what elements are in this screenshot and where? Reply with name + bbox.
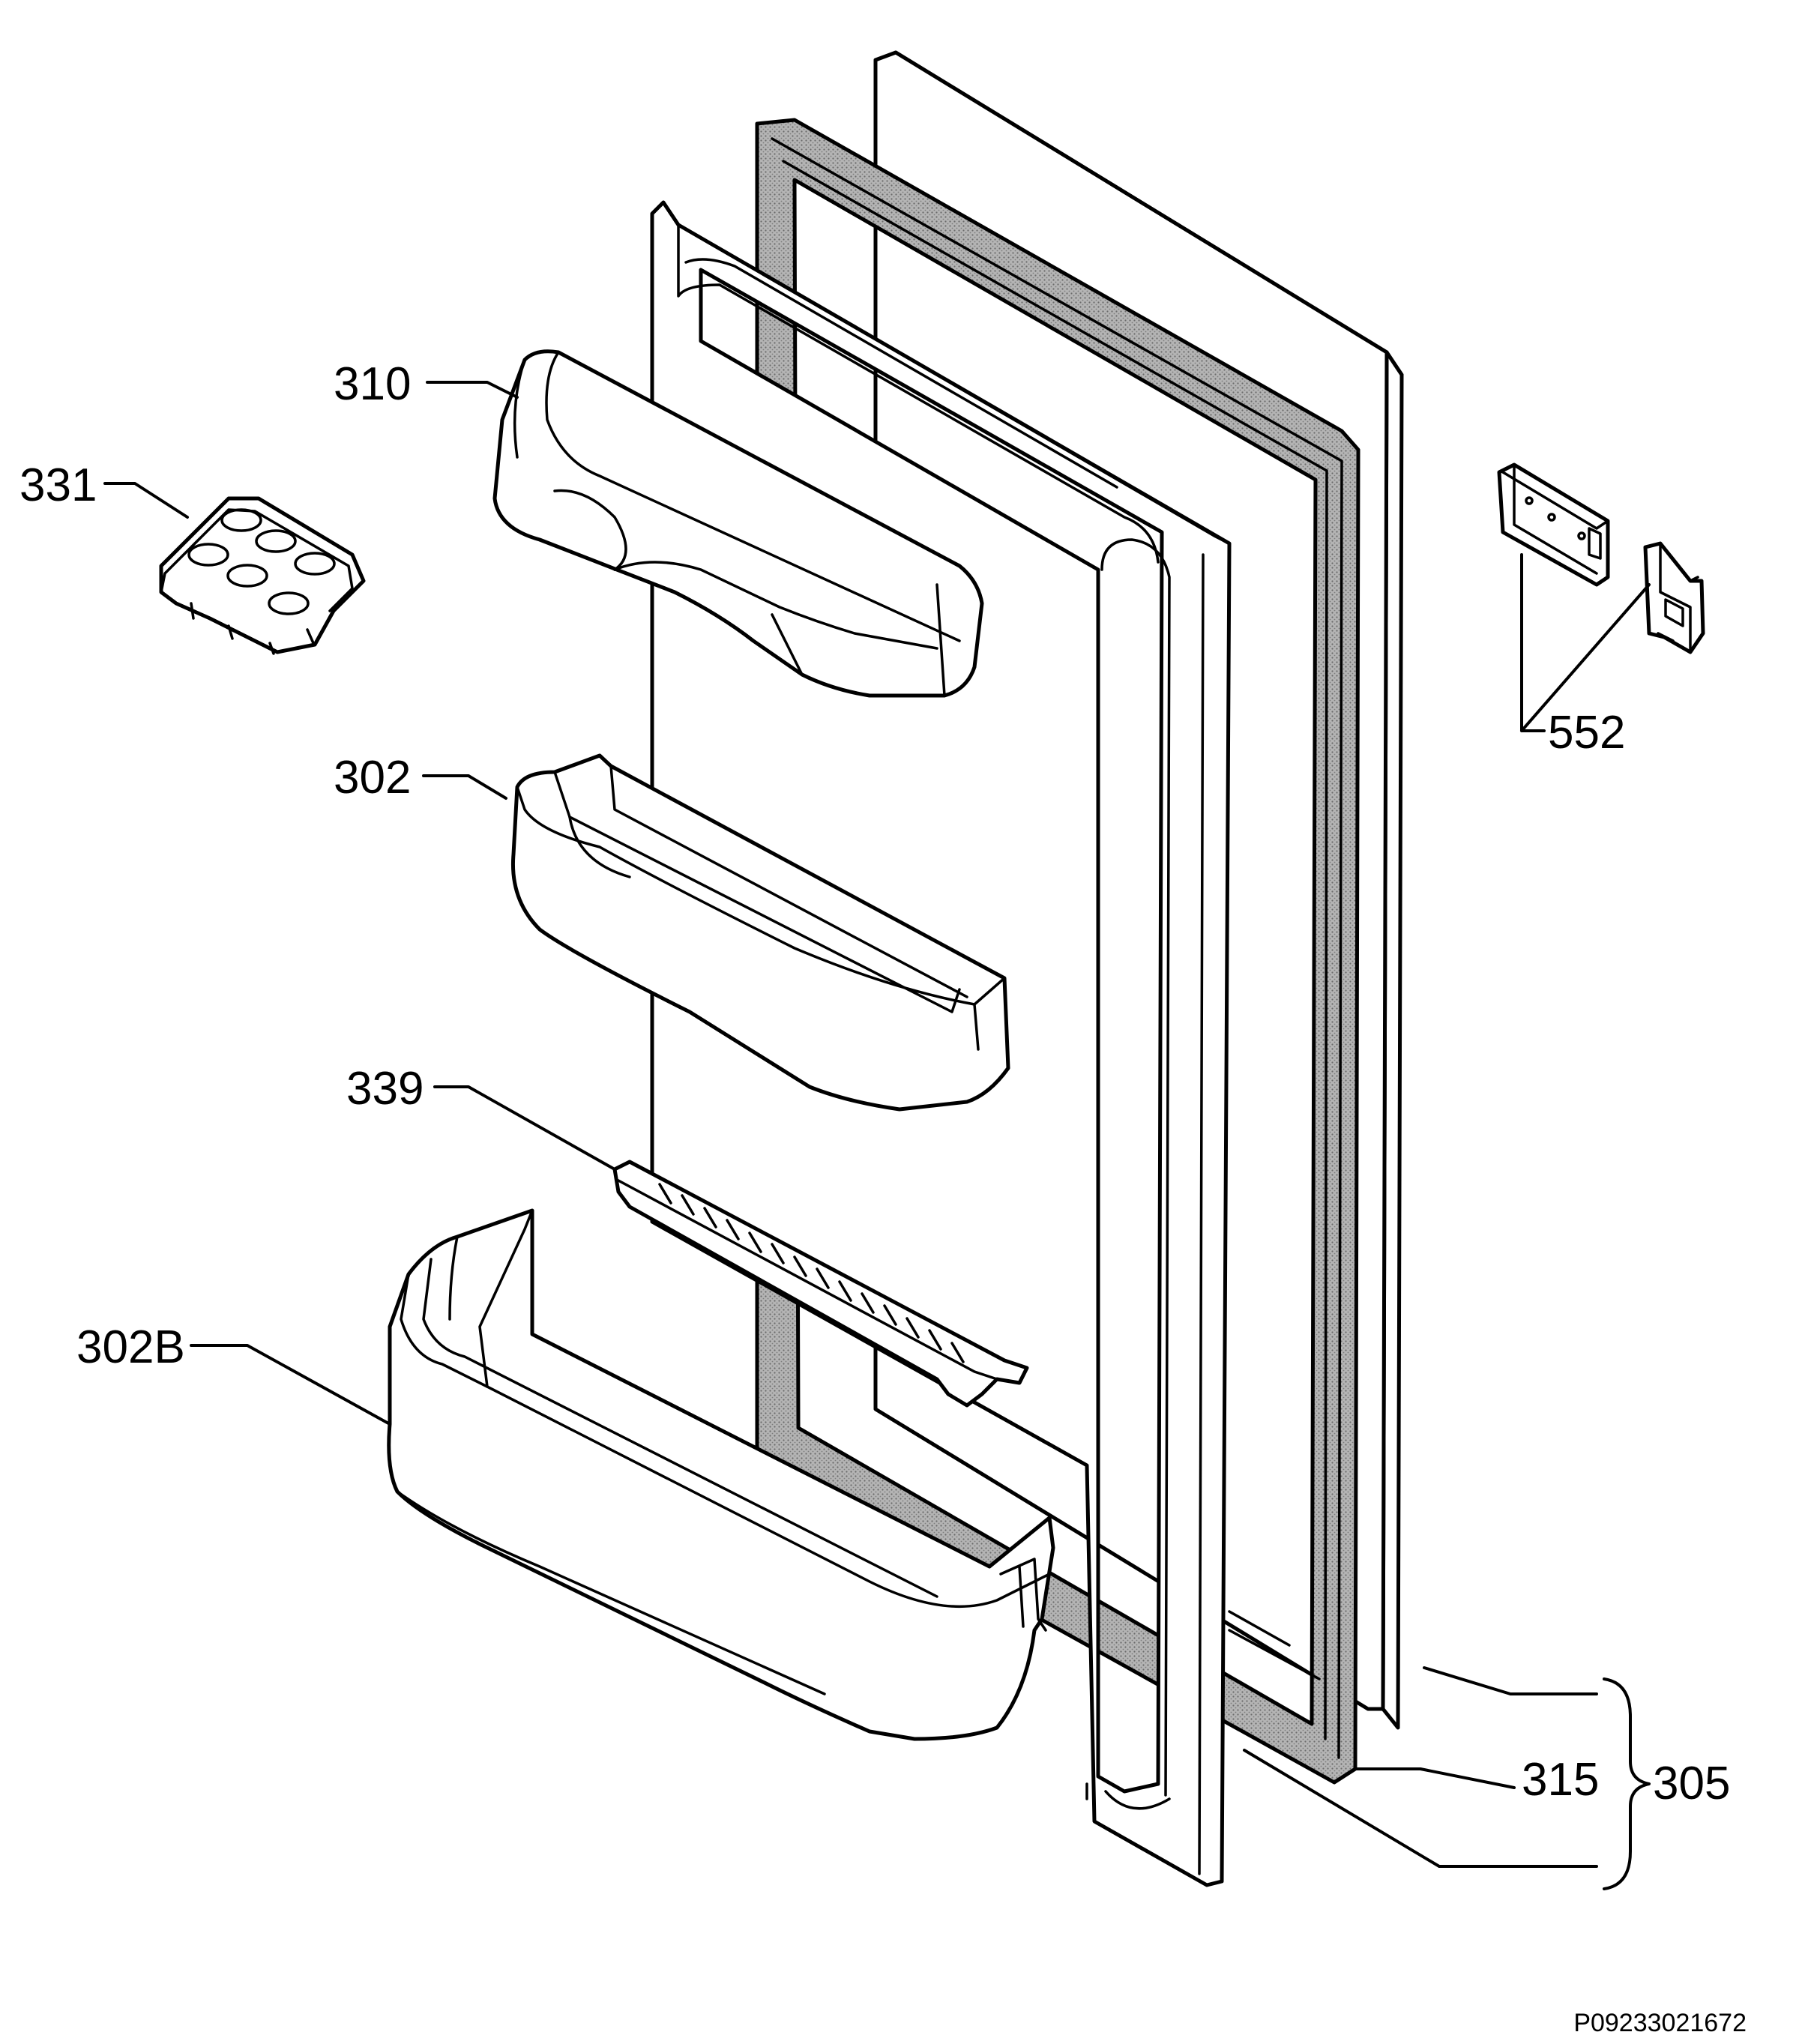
callout-552: 552 [1548,707,1625,759]
callout-310: 310 [334,358,411,410]
leader-305-top [1423,1666,1598,1695]
leader-331 [103,482,189,519]
bottle-retainer-339 [612,1160,1029,1408]
leader-305-bottom [1243,1749,1598,1868]
leader-302b [190,1344,391,1426]
callout-315: 315 [1522,1754,1599,1806]
leader-310 [426,381,519,399]
door-shelf-302 [510,753,1010,1112]
callout-302b: 302B [76,1321,185,1373]
brace-305 [1603,1677,1651,1890]
dairy-compartment-310 [492,349,984,698]
leader-339 [433,1085,616,1171]
leader-315 [1355,1767,1516,1789]
callout-339: 339 [346,1063,424,1115]
door-shelf-302b [387,1208,1055,1741]
leader-lines [103,381,1651,1868]
drawing-code: P09233021672 [1573,2009,1747,2037]
retainer-slots [658,1183,965,1363]
leader-552 [1520,553,1651,732]
callout-305: 305 [1653,1758,1730,1809]
callout-labels: 310 331 302 339 302B 552 315 305 [19,358,1730,1809]
callout-331: 331 [19,459,97,511]
leader-302 [422,774,507,800]
hinge-bracket-552-a [1497,462,1610,587]
egg-tray-331 [159,496,366,655]
callout-302: 302 [334,752,411,804]
hinge-bracket-552-b [1643,541,1705,654]
